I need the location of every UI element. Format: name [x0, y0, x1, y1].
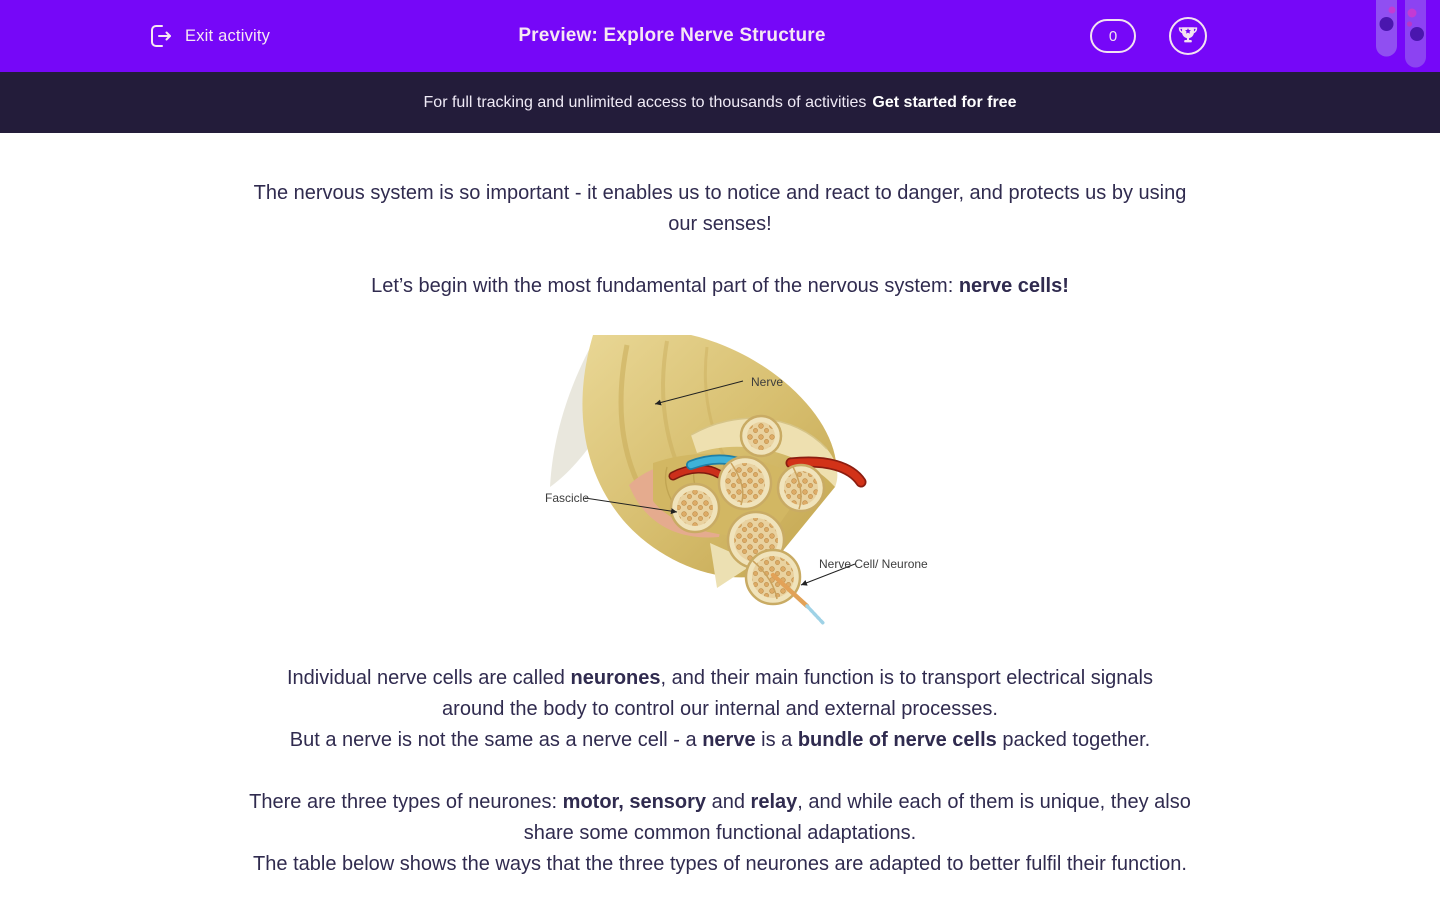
motor-sensory-bold: motor, sensory	[562, 791, 707, 813]
figure-label-neurone: Nerve Cell/ Neurone	[819, 557, 928, 571]
figure-label-fascicle: Fascicle	[545, 491, 589, 505]
test-tube-icon	[1376, 0, 1426, 68]
exit-icon	[148, 23, 174, 49]
neurones-paragraph: Individual nerve cells are called neuron…	[130, 663, 1310, 756]
types-line-2: share some common functional adaptations…	[523, 822, 917, 844]
nerve-illustration	[550, 335, 867, 625]
exit-activity-label: Exit activity	[185, 26, 271, 45]
activity-content: The nervous system is so important - it …	[0, 133, 1440, 880]
neurones-line-1: Individual nerve cells are called neuron…	[287, 667, 1153, 689]
trophy-button[interactable]	[1169, 17, 1207, 55]
trophy-icon	[1177, 24, 1199, 49]
nerve-cells-bold: nerve cells!	[958, 275, 1069, 297]
bundle-bold: bundle of nerve cells	[797, 729, 997, 751]
intro-line-2: our senses!	[668, 213, 772, 235]
begin-paragraph: Let’s begin with the most fundamental pa…	[130, 271, 1310, 302]
score-badge: 0	[1090, 19, 1136, 53]
get-started-link[interactable]: Get started for free	[872, 93, 1017, 111]
neurones-line-2: around the body to control our internal …	[442, 698, 998, 720]
figure-label-nerve: Nerve	[751, 375, 783, 389]
relay-bold: relay	[750, 791, 798, 813]
exit-activity-button[interactable]: Exit activity	[148, 23, 270, 49]
table-intro-line: The table below shows the ways that the …	[253, 853, 1187, 875]
promo-message: For full tracking and unlimited access t…	[423, 93, 867, 111]
score-value: 0	[1108, 27, 1118, 45]
neurones-bold: neurones	[570, 667, 661, 689]
intro-line-1: The nervous system is so important - it …	[253, 182, 1187, 204]
types-line-1: There are three types of neurones: motor…	[249, 791, 1191, 813]
promo-banner: For full tracking and unlimited access t…	[0, 72, 1440, 133]
nerve-structure-figure: Nerve Fascicle Nerve Cell/ Neurone	[505, 335, 935, 630]
types-paragraph: There are three types of neurones: motor…	[130, 787, 1310, 880]
figure-annotations	[584, 380, 856, 586]
app-header: Exit activity Preview: Explore Nerve Str…	[0, 0, 1440, 72]
decorative-test-tubes	[1372, 0, 1432, 77]
nerve-bundle-line: But a nerve is not the same as a nerve c…	[289, 729, 1151, 751]
intro-paragraph: The nervous system is so important - it …	[130, 178, 1310, 240]
nerve-bold: nerve	[702, 729, 756, 751]
begin-text: Let’s begin with the most fundamental pa…	[371, 275, 959, 297]
page-title: Preview: Explore Nerve Structure	[518, 25, 826, 46]
